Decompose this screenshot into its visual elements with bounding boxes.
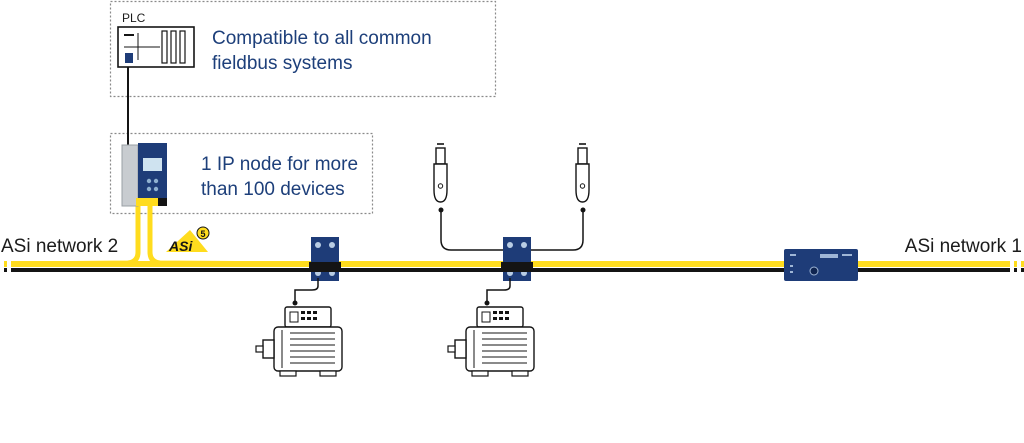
asi-module-1-icon [309,237,341,281]
asi-network-1-label: ASi network 1 [904,236,1022,257]
asi-power-module-icon [784,249,858,281]
asi-module-2-icon [501,237,533,281]
gateway-callout-line-1: 1 IP node for more [201,154,359,175]
asi-logo: 5 ASi [166,226,210,254]
gateway-drop-cable-right [147,206,301,267]
sensor-right-link [531,210,584,251]
asi-logo-version: 5 [200,229,205,239]
asi-logo-text: ASi [168,238,193,254]
sensor-left-icon [433,143,448,203]
plc-callout-text: Compatible to all common fieldbus system… [212,26,432,76]
gateway-drop-cable-left [13,206,141,267]
module-2-motor-link [486,278,511,303]
asi-gateway-icon [121,143,167,207]
motor-2-icon [447,306,535,377]
gateway-callout-text: 1 IP node for more than 100 devices [201,152,358,202]
sensor-left-link [440,210,503,251]
plc-label: PLC [122,11,146,25]
module-1-motor-link [294,278,319,303]
motor-1-icon [255,306,343,377]
plc-callout-line-1: Compatible to all common [212,28,432,49]
plc-callout-box [109,0,497,98]
sensor-right-icon [575,143,590,203]
gateway-callout-line-2: than 100 devices [201,179,345,200]
asi-network-2-label: ASi network 2 [1,236,119,257]
gateway-callout-box [109,132,374,215]
plc-icon [117,26,195,68]
plc-callout-line-2: fieldbus systems [212,53,353,74]
